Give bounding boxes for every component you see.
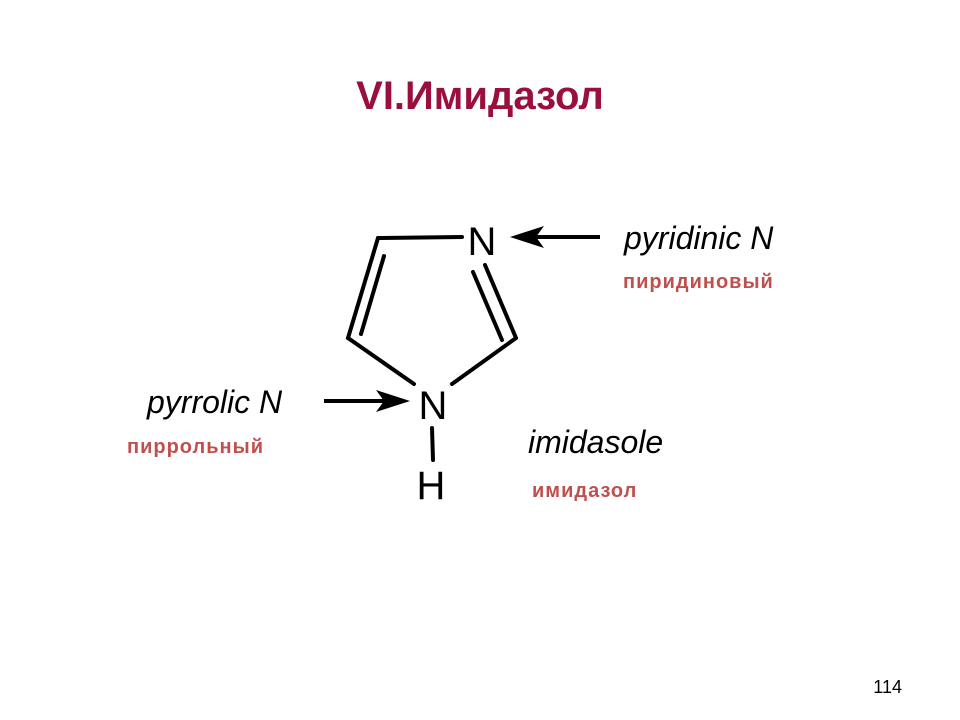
bond-c5-n1 [346,336,416,386]
pyrrolic-label: pyrrolic N [146,384,283,420]
bond-n3-c2 [483,263,518,340]
page-number: 114 [873,677,902,697]
bond-n1-h [430,426,435,462]
bond-c2-n1 [450,336,518,386]
imidazole-ring [346,235,518,462]
bond-c4-n3 [376,235,464,240]
bond-c4-c5-double [359,254,386,336]
pyridinic-label-ru: пиридиновый [623,271,774,293]
atom-n-top: N [468,220,497,264]
molecule-name-ru: имидазол [532,480,637,502]
molecule-name: imidasole [528,424,663,460]
page-title: VI.Имидазол [356,74,604,118]
pyrrolic-label-ru: пиррольный [127,436,264,458]
pyridinic-label: pyridinic N [623,220,774,256]
pyridinic-arrow [510,226,600,248]
atom-h: H [417,464,446,508]
bond-c4-c5 [346,236,380,340]
bond-n3-c2-double [471,270,504,342]
atom-n-bottom: N [419,384,448,428]
pyrrolic-arrow [324,390,410,412]
